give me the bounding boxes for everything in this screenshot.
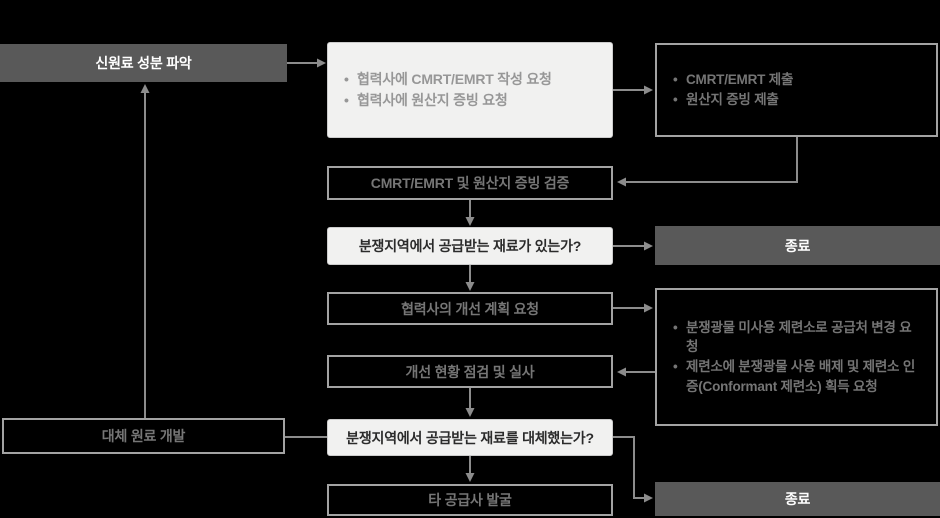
- bullet-item: 원산지 증빙 제출: [673, 90, 779, 110]
- node-label: 대체 원료 개발: [101, 428, 186, 444]
- node-label: 타 공급사 발굴: [428, 492, 512, 508]
- bullet-item: 분쟁광물 미사용 제련소로 공급처 변경 요청: [673, 318, 922, 357]
- node-label: 신원료 성분 파악: [95, 55, 192, 71]
- node-label: CMRT/EMRT 및 원산지 증빙 검증: [370, 175, 570, 191]
- bullet-item: 협력사에 CMRT/EMRT 작성 요청: [344, 69, 552, 90]
- arrow-question2-to-end2: [613, 436, 653, 503]
- node-smelter-actions: 분쟁광물 미사용 제련소로 공급처 변경 요청 제련소에 분쟁광물 사용 배제 …: [655, 288, 938, 426]
- bullet-item: CMRT/EMRT 제출: [673, 70, 793, 90]
- node-end-top: 종료: [655, 226, 940, 265]
- node-supplier-request: 협력사에 CMRT/EMRT 작성 요청 협력사에 원산지 증빙 요청: [327, 42, 613, 138]
- node-question-replaced: 분쟁지역에서 공급받는 재료를 대체했는가?: [327, 419, 613, 456]
- node-question-conflict-material: 분쟁지역에서 공급받는 재료가 있는가?: [327, 227, 613, 265]
- arrow-submit-to-verify: [617, 137, 798, 187]
- bullet-item: 협력사에 원산지 증빙 요청: [344, 90, 508, 111]
- node-new-supplier: 타 공급사 발굴: [327, 484, 613, 516]
- node-improvement-plan-request: 협력사의 개선 계획 요청: [327, 292, 613, 325]
- bullet-item: 제련소에 분쟁광물 사용 배제 및 제련소 인증(Conformant 제련소)…: [673, 357, 922, 396]
- node-new-material-analysis: 신원료 성분 파악: [0, 44, 287, 82]
- node-label: 종료: [784, 237, 811, 254]
- node-label: 협력사의 개선 계획 요청: [401, 300, 539, 317]
- node-supplier-submit: CMRT/EMRT 제출 원산지 증빙 제출: [655, 43, 938, 137]
- node-verification: CMRT/EMRT 및 원산지 증빙 검증: [327, 166, 613, 200]
- node-label: 분쟁지역에서 공급받는 재료가 있는가?: [358, 238, 582, 254]
- node-label: 종료: [784, 491, 811, 507]
- node-alternative-material: 대체 원료 개발: [2, 418, 285, 454]
- node-label: 분쟁지역에서 공급받는 재료를 대체했는가?: [346, 429, 594, 446]
- node-inspection: 개선 현황 점검 및 실사: [327, 355, 613, 388]
- node-end-bottom: 종료: [655, 482, 940, 516]
- node-label: 개선 현황 점검 및 실사: [405, 363, 535, 380]
